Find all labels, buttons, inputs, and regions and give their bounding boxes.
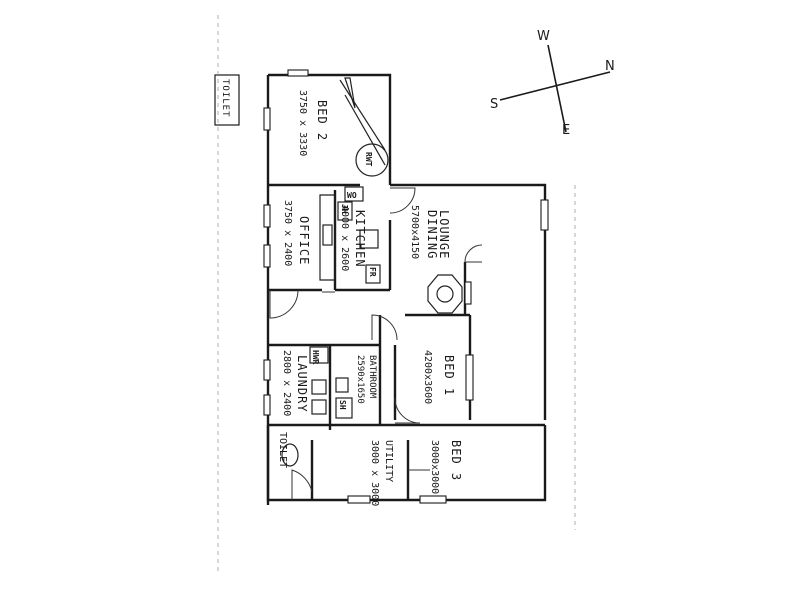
compass-east-label: E	[562, 123, 570, 138]
bed2-hatch-2	[344, 94, 386, 166]
bed2-name: BED 2	[315, 100, 329, 141]
doors	[269, 187, 483, 500]
hwr-box	[309, 346, 329, 364]
door-toilet	[291, 469, 313, 500]
shower-box	[335, 397, 353, 419]
compass-north-label: N	[605, 59, 615, 74]
fixtures: RWT WO JH FR HWR SH	[281, 77, 463, 467]
jh-label: JH	[340, 204, 349, 214]
bed2-hatch-1	[339, 79, 386, 151]
dashed-guides	[217, 15, 576, 575]
outside-toilet-outline	[214, 74, 240, 126]
office-name: OFFICE	[297, 216, 311, 265]
kitchen-name: KITCHEN	[353, 210, 367, 268]
fridge-label: FR	[368, 267, 377, 277]
door-hall	[371, 314, 398, 341]
washing-machine-icon	[311, 399, 327, 415]
bed1-name: BED 1	[442, 355, 456, 396]
kitchen-bench	[319, 194, 336, 281]
lounge-name: LOUNGE	[437, 210, 451, 259]
bathroom-name: BATHROOM	[367, 355, 377, 399]
window-lounge-east	[540, 199, 549, 231]
dining-table-center	[436, 285, 454, 303]
window-bed2-top	[287, 69, 309, 77]
compass-east-west-axis	[499, 71, 611, 101]
basin-icon	[335, 377, 349, 393]
wall-oven-icon	[344, 186, 364, 202]
bathroom-dims: 2590x1650	[355, 355, 365, 404]
compass-west-label: W	[537, 29, 550, 44]
door-office	[269, 289, 299, 319]
window-utility	[347, 495, 371, 504]
window-bed1-east	[465, 354, 474, 401]
dining-table-icon	[427, 274, 463, 314]
utility-name: UTILITY	[383, 440, 394, 482]
laundry-dims: 2800 x 2400	[281, 350, 292, 416]
lounge-outer-wall	[390, 183, 547, 420]
bed2-hatch-mark	[344, 77, 356, 109]
window-laundry-2	[263, 394, 271, 416]
office-dims: 3750 x 2400	[282, 200, 293, 266]
toilet-outer-wall	[266, 425, 312, 502]
shower-label: SH	[338, 400, 347, 410]
window-bed2-west	[263, 107, 271, 131]
rainwater-tank-icon	[355, 143, 389, 177]
door-bed1	[394, 397, 421, 424]
utility-bed3-outer-wall	[312, 425, 547, 502]
laundry-name: LAUNDRY	[295, 355, 309, 413]
bed2-dims: 3750 x 3330	[297, 90, 308, 156]
lounge-dims: 5700x4150	[409, 205, 420, 259]
fridge-box	[365, 264, 381, 284]
hwr-label: HWR	[311, 350, 320, 365]
window-bed3	[419, 495, 447, 504]
lounge-subname: DINING	[425, 210, 439, 259]
rainwater-tank-label: RWT	[364, 152, 373, 167]
compass-north-south-axis	[547, 44, 567, 133]
window-laundry	[263, 359, 271, 381]
inside-toilet-name: TOILET	[277, 432, 288, 468]
walls	[266, 73, 547, 505]
bed2-outer-wall	[268, 73, 392, 185]
bed1-dims: 4200x3600	[422, 350, 433, 404]
door-lounge-side	[464, 244, 483, 263]
kitchen-dims: 4000 x 2600	[339, 205, 350, 271]
laundry-trough-icon	[311, 379, 327, 395]
door-lounge-entry	[389, 187, 416, 214]
room-labels: BED 2 3750 x 3330 OFFICE 3750 x 2400 KIT…	[277, 90, 463, 506]
kitchen-island	[359, 229, 379, 249]
bed3-dims: 3000x3000	[429, 440, 440, 494]
window-lounge-step	[464, 281, 472, 305]
kitchen-sink-icon	[322, 224, 333, 246]
outside-toilet-label: TOILET	[220, 79, 230, 118]
window-office-2	[263, 244, 271, 268]
compass-rose: W N S E	[490, 29, 615, 138]
outside-toilet: TOILET	[214, 74, 240, 126]
windows	[263, 69, 549, 504]
toilet-bowl-icon	[281, 443, 299, 467]
jh-box	[337, 201, 353, 221]
window-office-1	[263, 204, 271, 228]
compass-south-label: S	[490, 97, 498, 112]
utility-dims: 3000 x 3000	[369, 440, 380, 506]
wall-oven-label: WO	[347, 191, 357, 200]
bed3-name: BED 3	[449, 440, 463, 481]
